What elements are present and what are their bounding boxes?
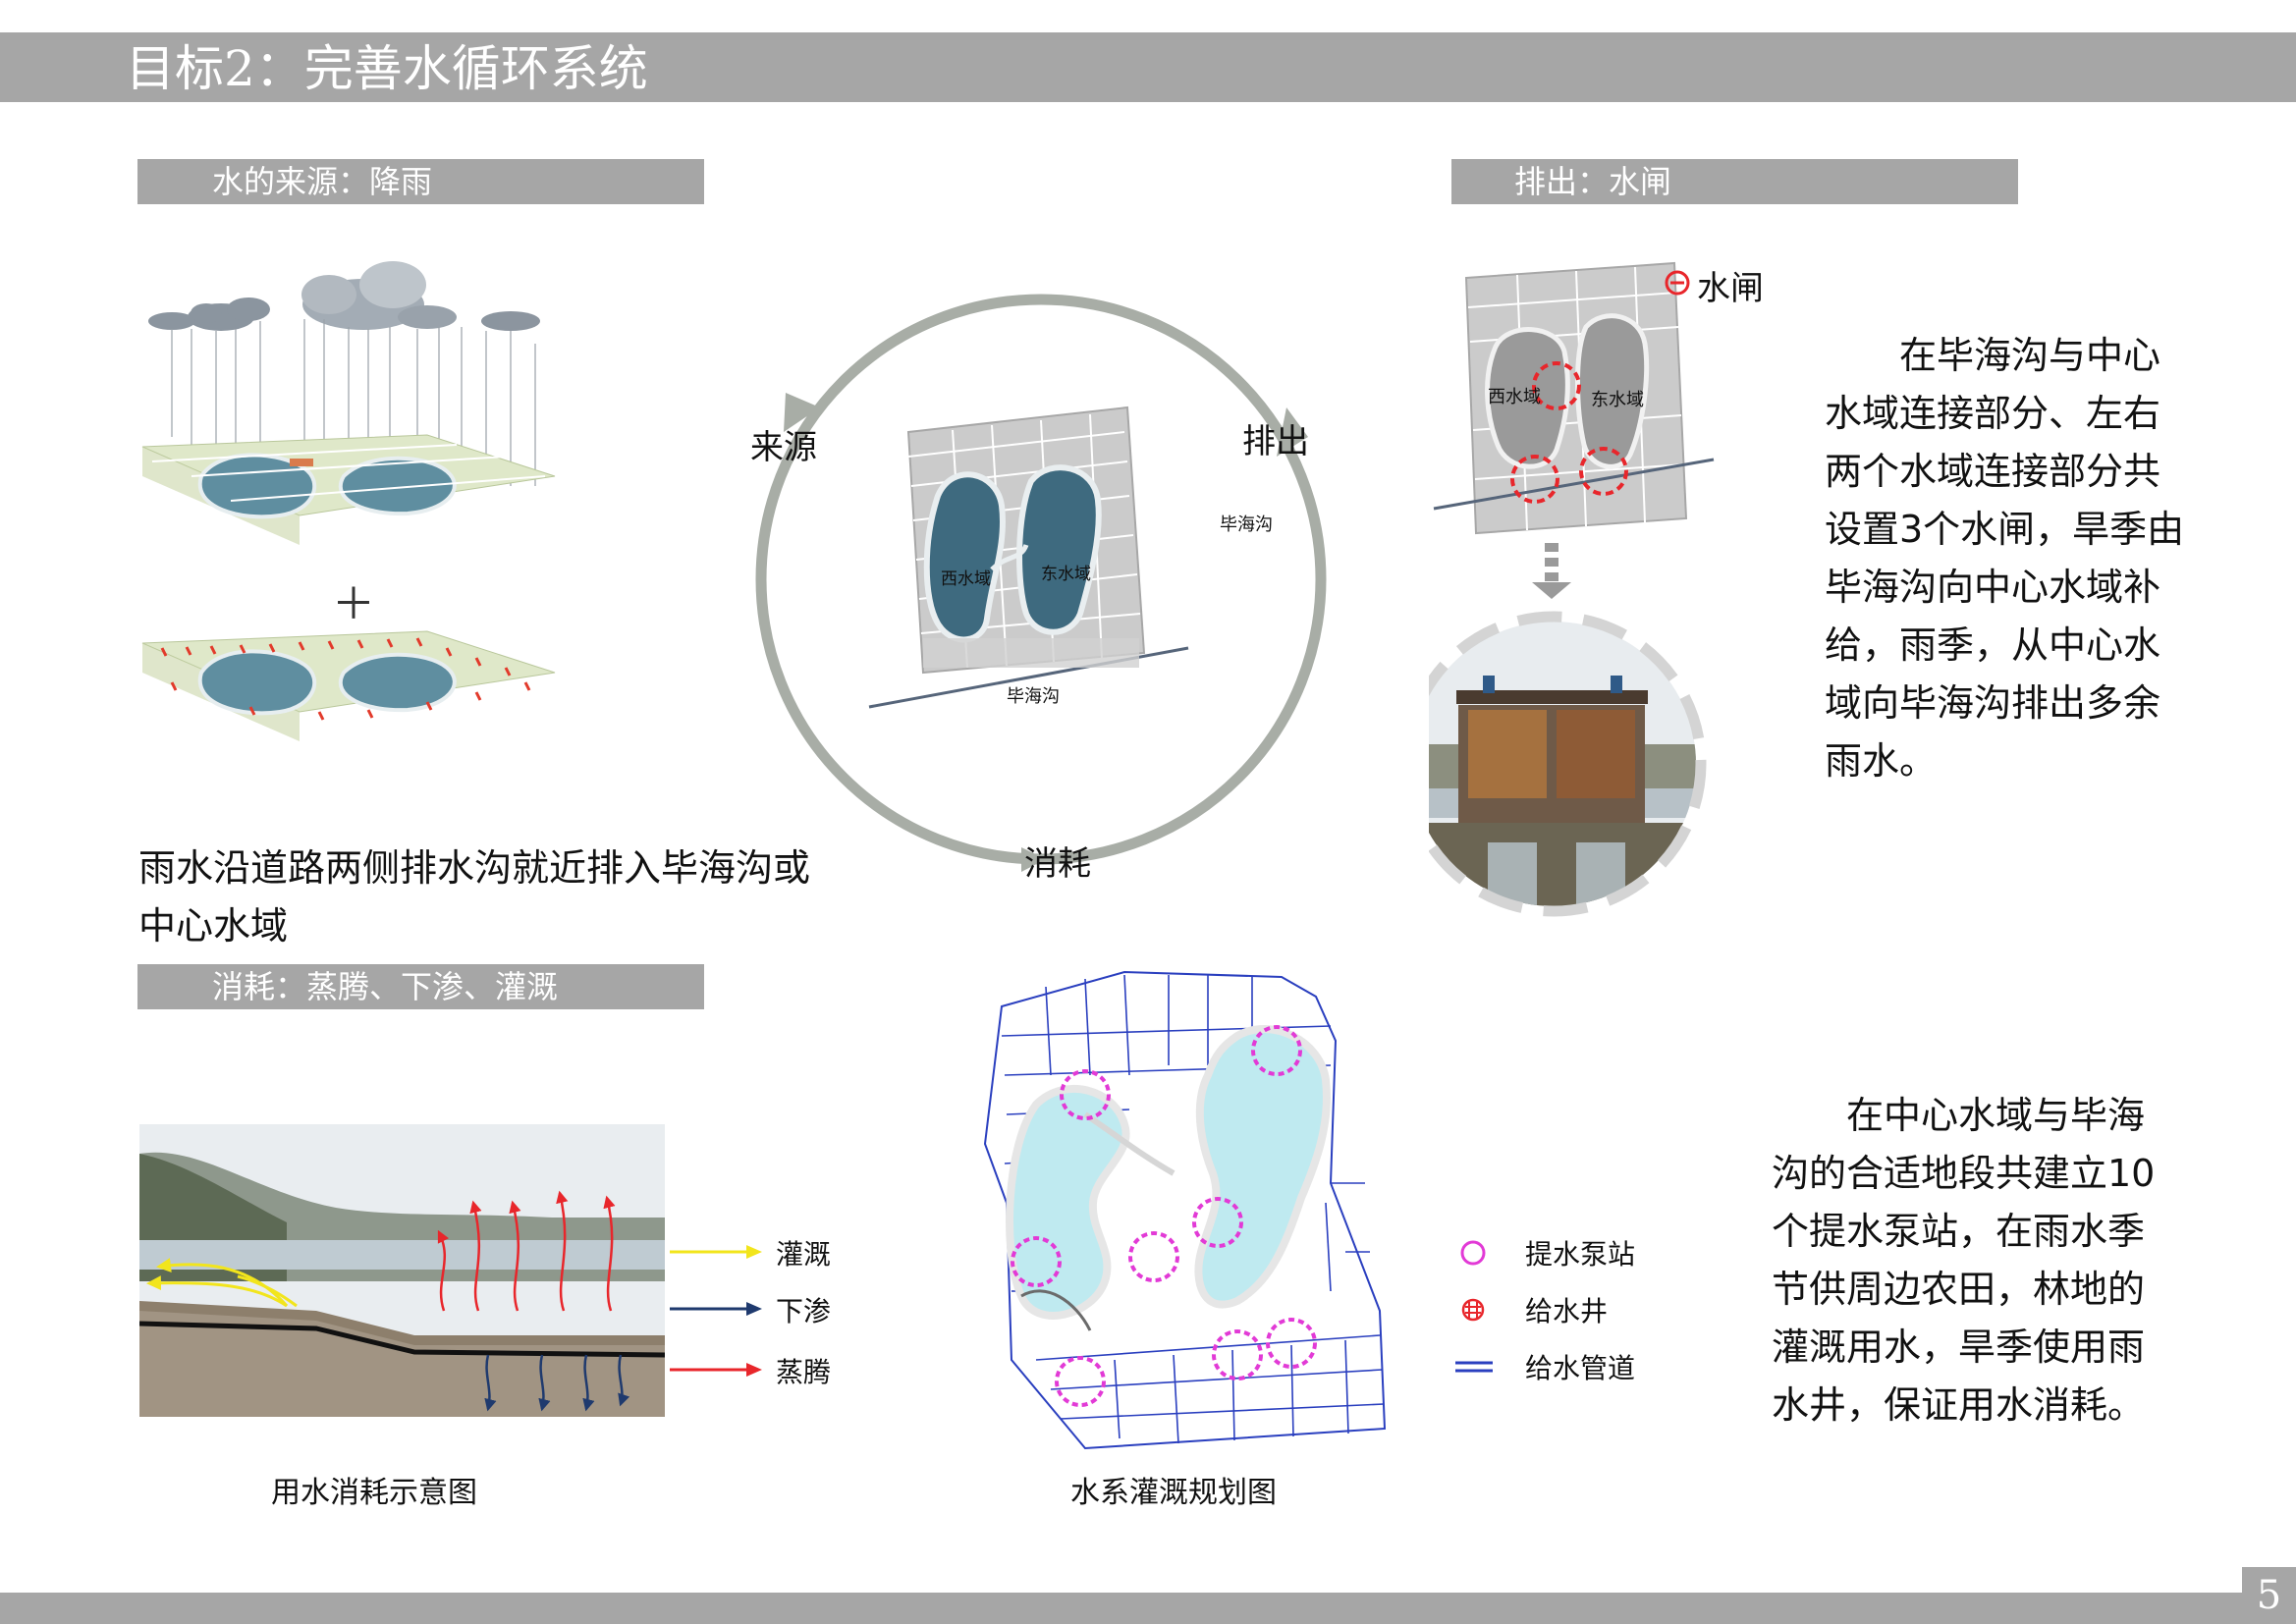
rainfall-illustration: ＋	[141, 261, 556, 741]
sluice-marker-2	[1510, 455, 1559, 504]
central-map-ditch-label-right: 毕海沟	[1220, 514, 1273, 535]
sluice-illustration: 西水域 东水域	[1429, 261, 1715, 917]
irrigation-description: 在中心水域与毕海沟的合适地段共建立10个提水泵站，在雨水季节供周边农田，林地的灌…	[1772, 1094, 2156, 1427]
sluice-description: 在毕海沟与中心水域连接部分、左右两个水域连接部分共设置3个水闸，旱季由毕海沟向中…	[1825, 334, 2185, 783]
central-map-east-label: 东水域	[1041, 565, 1091, 584]
central-map-ditch-label-bottom: 毕海沟	[1007, 686, 1060, 707]
sluice-legend-icon	[1665, 270, 1690, 296]
section-header-consume: 消耗：蒸腾、下渗、灌溉	[137, 964, 704, 1009]
sluice-map: 西水域 东水域	[1433, 261, 1715, 535]
legend-pipe-label: 给水管道	[1525, 1352, 1636, 1384]
upper-plan	[141, 434, 556, 545]
double-line-icon	[1455, 1361, 1493, 1373]
section-header-source-label: 水的来源：降雨	[212, 163, 433, 200]
central-map-west-label: 西水域	[941, 569, 991, 589]
page-number: 5	[2242, 1567, 2296, 1624]
cycle-label-source: 来源	[750, 428, 817, 467]
rainfall-description: 雨水沿道路两侧排水沟就近排入毕海沟或中心水域	[138, 846, 811, 947]
cloud-icon	[148, 261, 540, 331]
central-map: 西水域 东水域 毕海沟 毕海沟	[868, 406, 1273, 709]
section-header-source: 水的来源：降雨	[137, 159, 704, 204]
consumption-illustration	[139, 1124, 665, 1417]
section-header-outlet-label: 排出：水闸	[1514, 163, 1672, 200]
legend-well-label: 给水井	[1525, 1295, 1609, 1327]
sluice-marker-1	[1532, 361, 1581, 410]
title-bar	[0, 32, 2296, 102]
lower-plan	[141, 630, 556, 741]
page-title: 目标2：完善水循环系统	[126, 40, 648, 97]
legend-pump-station-label: 提水泵站	[1525, 1238, 1636, 1271]
plus-sign: ＋	[332, 579, 375, 629]
legend-transpiration-label: 蒸腾	[776, 1356, 832, 1388]
section-header-outlet: 排出：水闸	[1451, 159, 2018, 204]
sluice-map-east-label: 东水域	[1591, 390, 1644, 410]
sluice-photo	[1429, 611, 1707, 917]
arrow-head-consumption	[1021, 847, 1046, 872]
arrow-head-source	[784, 393, 820, 432]
section-header-consume-label: 消耗：蒸腾、下渗、灌溉	[212, 968, 559, 1005]
cycle-label-discharge: 排出	[1242, 422, 1309, 461]
legend-irrigation-label: 灌溉	[776, 1238, 832, 1271]
circle-icon	[1460, 1240, 1486, 1266]
footer-bar	[0, 1593, 2296, 1624]
legend-infiltration-label: 下渗	[776, 1295, 832, 1327]
connector-arrow	[1532, 582, 1571, 599]
water-cycle-diagram: 西水域 东水域 毕海沟 毕海沟	[755, 294, 1327, 872]
consumption-legend-arrows	[670, 1245, 762, 1377]
cycle-label-consumption: 消耗	[1024, 844, 1091, 884]
sluice-map-west-label: 西水域	[1488, 387, 1541, 407]
irrigation-caption: 水系灌溉规划图	[1070, 1476, 1277, 1510]
well-icon	[1461, 1298, 1485, 1322]
pump-stations	[1011, 1025, 1317, 1407]
irrigation-plan-map	[983, 970, 1387, 1450]
consumption-caption: 用水消耗示意图	[271, 1476, 477, 1510]
sluice-marker-3	[1579, 447, 1628, 496]
arrow-head-discharge	[1277, 407, 1308, 457]
sluice-legend-label: 水闸	[1697, 269, 1764, 308]
